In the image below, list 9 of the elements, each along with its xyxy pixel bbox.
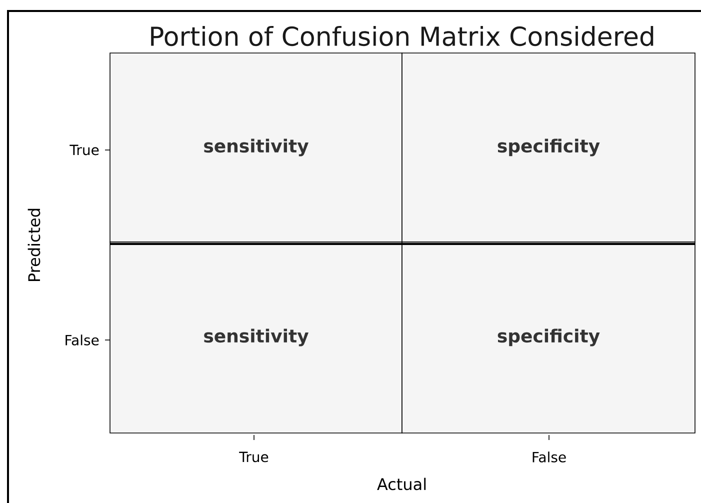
tick-label: False — [532, 452, 566, 462]
axis-label: Actual — [377, 478, 426, 490]
matrix-cell: specificity — [402, 242, 696, 434]
chart-title: Portion of Confusion Matrix Considered — [151, 26, 654, 46]
matrix-cell: sensitivity — [110, 242, 402, 434]
axis-label: Predicted — [28, 208, 40, 281]
matrix-cell: specificity — [402, 52, 696, 242]
matrix-cell: sensitivity — [110, 52, 402, 242]
tick-label: True — [239, 452, 268, 462]
